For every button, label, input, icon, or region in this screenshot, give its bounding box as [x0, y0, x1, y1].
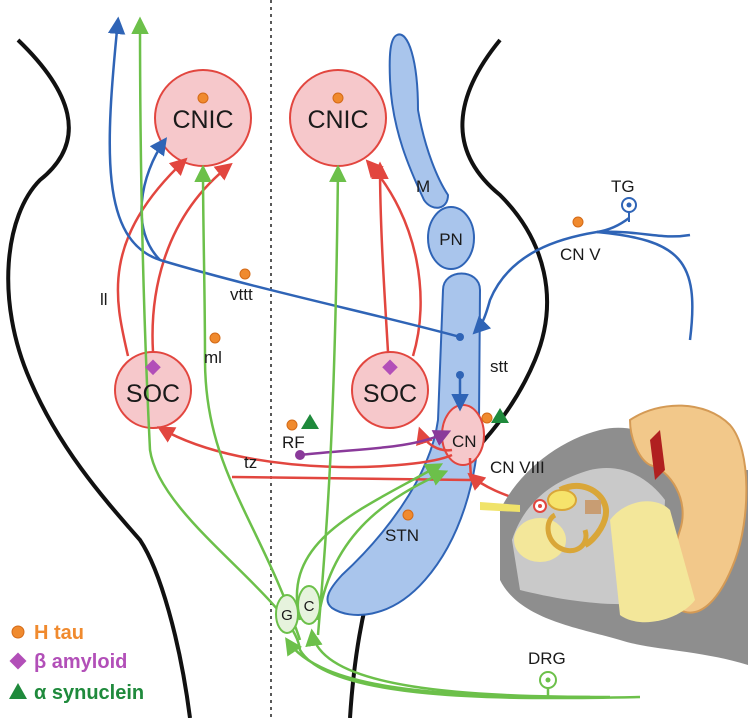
- legend-tau-icon: [11, 625, 25, 639]
- ear-illustration: [480, 404, 748, 665]
- label-cn: CN: [452, 432, 477, 451]
- rf-node: [295, 450, 305, 460]
- stt-node-upper: [456, 333, 464, 341]
- label-ml: ml: [204, 348, 222, 367]
- tau-marker-cn-v: [572, 216, 584, 228]
- label-cnic-left: CNIC: [172, 106, 233, 134]
- auditory-red-pathways: [116, 157, 521, 502]
- legend-synuclein-label: α synuclein: [34, 682, 144, 704]
- brainstem-m-region: [388, 33, 450, 209]
- tau-marker-cnic-left: [197, 92, 209, 104]
- amyloid-marker-soc-left: [145, 359, 161, 376]
- legend-synuclein-icon: [9, 683, 27, 699]
- tau-marker-cnic-right: [332, 92, 344, 104]
- pn-nucleus: [427, 206, 475, 270]
- synuclein-marker-cn: [491, 408, 509, 423]
- label-tz: tz: [244, 453, 257, 472]
- label-pn: PN: [439, 230, 463, 249]
- label-m: M: [416, 177, 430, 196]
- label-stt: stt: [490, 357, 508, 376]
- stt-node-lower: [456, 371, 464, 379]
- label-drg: DRG: [528, 649, 566, 668]
- label-c: C: [304, 598, 315, 615]
- label-g: G: [281, 607, 293, 624]
- label-soc-right: SOC: [363, 380, 417, 408]
- tau-marker-stn: [402, 509, 414, 521]
- label-ll: ll: [100, 290, 108, 309]
- c-ganglion: [297, 585, 321, 625]
- label-cnic-right: CNIC: [307, 106, 368, 134]
- legend-amyloid-label: β amyloid: [34, 651, 127, 673]
- synuclein-marker-rf: [301, 414, 319, 429]
- drg-ganglion-core: [545, 677, 551, 683]
- g-ganglion: [275, 594, 299, 634]
- label-tg: TG: [611, 177, 635, 196]
- tau-marker-ml: [209, 332, 221, 344]
- label-stn: STN: [385, 526, 419, 545]
- amyloid-marker-soc-right: [382, 359, 398, 376]
- brainstem-outline-left: [6, 38, 192, 718]
- soc-right: [351, 351, 429, 429]
- legend: H tau β amyloid α synuclein: [9, 622, 144, 704]
- label-cn-viii: CN VIII: [490, 458, 545, 477]
- somatosensory-green-pathways: [131, 16, 641, 700]
- label-rf: RF: [282, 433, 305, 452]
- legend-tau-label: H tau: [34, 622, 84, 644]
- label-soc-left: SOC: [126, 380, 180, 408]
- tg-ganglion-core: [626, 202, 632, 208]
- tau-marker-cn: [481, 412, 493, 424]
- label-cn-v: CN V: [560, 245, 601, 264]
- legend-amyloid-icon: [9, 652, 27, 670]
- rf-purple-pathway: [299, 430, 452, 457]
- label-vttt: vttt: [230, 285, 253, 304]
- tau-marker-rf: [286, 419, 298, 431]
- tau-marker-vttt: [239, 268, 251, 280]
